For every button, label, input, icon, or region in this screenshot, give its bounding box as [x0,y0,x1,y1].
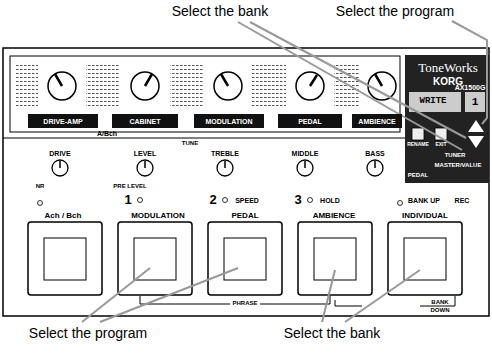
panel-label: PHRASE [232,300,257,307]
effect-bar: PEDAL [278,114,342,128]
panel-label: REC [455,197,470,205]
leds [38,198,403,206]
panel-label: MIDDLE [292,150,319,158]
up-down-buttons [468,120,484,148]
panel-label: TUNE [182,140,198,147]
selector-knobs [48,72,396,100]
panel-label: PRE LEVEL [113,183,146,190]
panel-label: HOLD [320,197,340,205]
callout-text: Select the program [29,326,147,341]
panel-label: 2 [209,193,216,207]
panel-label: AMBIENCE [313,212,356,221]
bar-text: CABINET [129,118,160,125]
panel-label: BANK [431,299,448,306]
panel-label: TREBLE [211,150,239,158]
panel-label: A/Bch [97,130,117,138]
bar-text: MODULATION [206,118,253,125]
divider [3,138,405,139]
panel-label: BANK UP [408,197,440,205]
panel-label: MASTER/VALUE [435,162,482,169]
panel-label: ToneWorks [418,61,477,75]
effect-bar: MODULATION [194,114,264,128]
display-panel [405,55,489,183]
panel-label: LEVEL [134,150,157,158]
led-display [465,92,485,112]
panel-label: PEDAL [408,172,428,179]
lcd-display [409,92,461,112]
panel-label: PEDAL [231,212,258,221]
panel-label: 1 [124,193,131,207]
effect-bar: AMBIENCE [352,114,402,128]
callout-text: Select the program [336,4,454,19]
selector-markings [16,62,360,106]
effect-bar: DRIVE-AMP [28,114,98,128]
panel-label: 1 [472,96,479,108]
panel-outline [3,48,489,316]
leader-lines [82,21,487,322]
panel-label: DRIVE [49,150,70,158]
panel-label: DOWN [431,307,450,314]
selector-area [10,56,400,132]
effect-bar: CABINET [112,114,178,128]
footswitch-pads [44,238,446,280]
bar-text: PEDAL [298,118,322,125]
panel-label: WRITE [419,97,446,107]
panel-label: 3 [294,193,301,207]
panel-label: INDIVIDUAL [402,212,448,221]
bar-text: AMBIENCE [358,118,395,125]
bar-text: DRIVE-AMP [43,118,82,125]
panel-label: Ach / Bch [45,212,82,221]
footswitches [28,222,462,295]
callout-text: Select the bank [284,326,381,341]
panel-label: AX1500G [455,84,486,92]
tone-knobs [52,160,383,176]
panel-label: TUNER [445,152,466,159]
panel-label: BASS [365,150,384,158]
panel-label: SPEED [235,197,259,205]
tone-knob-pointers [60,161,375,168]
panel-label: MODULATION [131,212,185,221]
phrase-bracket [140,296,455,306]
callout-text: Select the bank [172,4,269,19]
panel-label: EXIT [435,142,446,148]
panel-label: NR [36,183,45,190]
panel-label: RENAME [407,142,429,148]
